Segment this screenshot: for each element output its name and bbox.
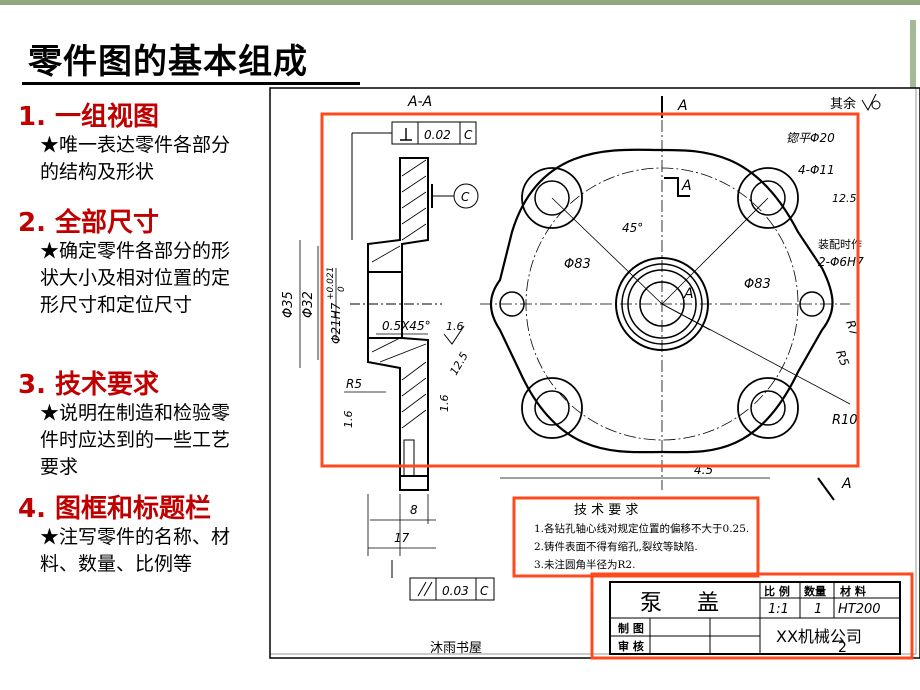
- dim-dia83-left: Φ83: [564, 257, 591, 272]
- page-number: 2: [838, 640, 847, 656]
- section-heading: 4. 图框和标题栏: [18, 494, 212, 524]
- section-body: ★注写零件的名称、材料、数量、比例等: [40, 526, 231, 575]
- parallelism-frame: [409, 577, 495, 601]
- section-heading: 1. 一组视图: [18, 102, 160, 132]
- engineering-drawing: A-A A 其余 0.02 C C Φ35: [269, 87, 920, 660]
- assembly-note-1: 装配时作: [818, 238, 862, 251]
- watermark: 沐雨书屋: [430, 641, 482, 656]
- tech-line: 2.铸件表面不得有缩孔,裂纹等缺陷.: [534, 540, 698, 553]
- datum-symbol-letter: C: [461, 190, 470, 204]
- section-body: ★说明在制造和检验零件时应达到的一些工艺要求: [40, 402, 231, 478]
- section-dimensions: 2. 全部尺寸 ★确定零件各部分的形状大小及相对位置的定形尺寸和定位尺寸: [18, 208, 258, 319]
- assembly-note-2: 2-Φ6H7: [818, 255, 864, 269]
- dim-bore: Φ21H7: [329, 302, 343, 344]
- rough-1-6-right: 1.6: [438, 395, 451, 413]
- section-requirements: 3. 技术要求 ★说明在制造和检验零件时应达到的一些工艺要求: [18, 370, 258, 481]
- material-label: 材 料: [840, 584, 866, 598]
- drawing-border: [269, 87, 920, 659]
- section-heading: 2. 全部尺寸: [18, 208, 160, 238]
- views-highlight: [320, 112, 860, 468]
- dim-8: 8: [410, 503, 418, 517]
- rough-1-6-left: 1.6: [342, 411, 355, 429]
- rough-1-6: 1.6: [446, 320, 464, 333]
- dim-r5-right: R5: [833, 348, 852, 368]
- company-name: XX机械公司: [776, 627, 862, 646]
- ratio-value: 1:1: [768, 602, 789, 617]
- section-heading: 3. 技术要求: [18, 370, 160, 400]
- holes-note: 4-Φ11: [798, 163, 835, 177]
- part-name: 泵 盖: [640, 591, 733, 616]
- section-view: [367, 157, 429, 491]
- bore-tol-upper: +0.021: [326, 267, 336, 300]
- ratio-label: 比 例: [764, 584, 790, 598]
- section-body: ★唯一表达零件各部分的结构及形状: [40, 134, 231, 183]
- dim-17: 17: [394, 531, 410, 545]
- technical-requirements: 技 术 要 求 1.各钻孔轴心线对规定位置的偏移不大于0.25. 2.铸件表面不…: [512, 496, 760, 578]
- dim-angle: 45°: [622, 221, 643, 235]
- drawn-by-label: 制 图: [618, 621, 644, 635]
- quantity-label: 数量: [804, 584, 826, 598]
- dim-r10: R10: [832, 413, 858, 428]
- section-mark: A: [677, 98, 688, 114]
- datum-letter: C: [464, 128, 473, 142]
- rough-12-5-right: 12.5: [832, 192, 857, 205]
- checked-by-label: 审 核: [618, 639, 644, 653]
- parallel-datum: C: [480, 584, 489, 598]
- section-body: ★确定零件各部分的形状大小及相对位置的定形尺寸和定位尺寸: [40, 240, 231, 316]
- section-label: A-A: [407, 94, 432, 110]
- dim-dia35: Φ35: [281, 291, 296, 318]
- material-value: HT200: [838, 602, 881, 617]
- parallel-tolerance: 0.03: [442, 584, 469, 598]
- bore-tol-lower: 0: [337, 286, 347, 292]
- section-titleblock: 4. 图框和标题栏 ★注写零件的名称、材料、数量、比例等: [18, 494, 258, 578]
- title-block: 泵 盖 比 例 数量 材 料 1:1 1 HT200 制 图 审 核 XX机械公…: [590, 572, 914, 660]
- center-mark: A: [683, 286, 694, 302]
- roughness-rest: 其余: [830, 96, 856, 112]
- tech-line: 1.各钻孔轴心线对规定位置的偏移不大于0.25.: [534, 522, 749, 535]
- page-title: 零件图的基本组成: [28, 42, 308, 82]
- spotface-note: 锪平Φ20: [786, 131, 835, 145]
- tech-title: 技 术 要 求: [574, 503, 638, 518]
- section-views: 1. 一组视图 ★唯一表达零件各部分的结构及形状: [18, 102, 258, 186]
- tech-line: 3.未注圆角半径为R2.: [534, 558, 635, 571]
- dim-dia83-right: Φ83: [744, 277, 771, 292]
- perp-tolerance: 0.02: [424, 128, 451, 142]
- title-underline: [22, 82, 360, 85]
- quantity-value: 1: [814, 602, 822, 617]
- front-view: [480, 120, 851, 490]
- section-mark-center: A: [681, 178, 692, 194]
- section-mark-bottom: A: [841, 476, 852, 492]
- dim-dia32: Φ32: [301, 291, 316, 318]
- dim-r5-left: R5: [346, 377, 362, 391]
- top-decoration: [0, 0, 920, 5]
- dim-chamfer: 0.5X45°: [382, 319, 431, 333]
